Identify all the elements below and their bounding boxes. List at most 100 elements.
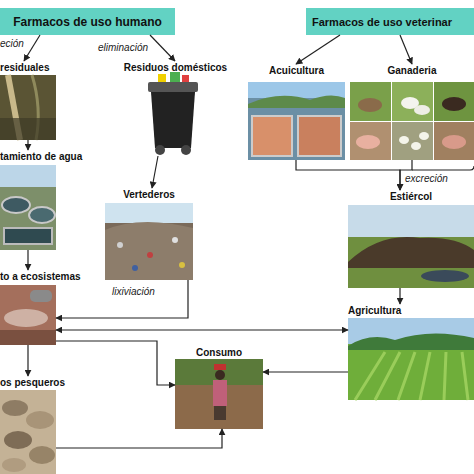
manure-heap [348, 237, 474, 268]
oyster [26, 411, 54, 429]
trash [147, 252, 153, 258]
photo-node: Residuos domésticos [118, 61, 233, 156]
chicken [399, 136, 409, 144]
brace [412, 166, 474, 170]
flow-arrow [296, 160, 400, 190]
bin-wheel [155, 145, 165, 155]
oyster [29, 446, 55, 464]
edge-label: lixiviación [112, 286, 155, 298]
oyster [2, 458, 26, 472]
header-text: Farmacos de uso humano [13, 15, 162, 29]
photo-node: tamiento de agua [0, 150, 56, 250]
edge-label: eliminación [98, 42, 148, 54]
person-body [213, 380, 227, 406]
trash-heap [105, 222, 193, 280]
trash [179, 262, 185, 268]
sludge [0, 118, 56, 140]
bucket [214, 364, 226, 370]
bin-photo [148, 72, 198, 155]
photo-bg [0, 165, 56, 250]
trash [172, 237, 178, 243]
bin-lid [148, 82, 198, 92]
chicken [419, 132, 429, 140]
tank [29, 207, 55, 223]
waste-item [158, 74, 166, 82]
flow-arrow [24, 35, 40, 61]
sky [0, 165, 56, 187]
pig [356, 135, 380, 149]
node-heading: residuales [0, 61, 56, 74]
node-heading: Vertederos [105, 188, 193, 201]
flow-arrow [56, 429, 222, 448]
waste-item [170, 72, 180, 82]
node-heading: Agricultura [348, 304, 474, 317]
photo-bg [0, 75, 56, 140]
edge-label: eción [0, 38, 24, 50]
flow-arrow [296, 35, 340, 64]
node-heading: Residuos domésticos [118, 61, 233, 74]
trees [348, 333, 474, 350]
flow-arrow [27, 345, 28, 376]
treatment-photo [0, 165, 56, 250]
sky [105, 203, 193, 223]
trash [117, 242, 123, 248]
photo-bg [105, 203, 193, 280]
node-heading: Consumo [175, 346, 263, 359]
pig [442, 135, 466, 149]
node-heading: Ganaderia [350, 64, 474, 77]
aquaculture-photo [248, 82, 345, 160]
node-heading: to a ecosistemas [0, 270, 56, 283]
flow-arrow [56, 329, 348, 330]
tank [2, 197, 30, 213]
source-header: Farmacos de uso veterinar [306, 8, 474, 35]
consumption-photo [175, 359, 263, 429]
photo-cell [434, 82, 474, 121]
manure-photo [348, 205, 474, 288]
person-head [215, 370, 225, 380]
photo-cell [392, 122, 433, 160]
photo-node: Agricultura [348, 304, 474, 400]
flow-arrow [27, 140, 28, 150]
photo-node: Vertederos [105, 188, 193, 280]
flow-arrow [27, 250, 28, 270]
photo-bg [348, 318, 474, 400]
oyster [2, 400, 28, 416]
waste-item [182, 75, 189, 82]
photo-node: residuales [0, 61, 56, 140]
sheep [414, 105, 430, 115]
person-legs [214, 406, 226, 420]
flow-arrow [152, 156, 158, 188]
ecosystem-photo [0, 285, 56, 345]
source-header: Farmacos de uso humano [0, 8, 175, 35]
node-heading: Acuicultura [248, 64, 345, 77]
sky [348, 205, 474, 237]
trash [132, 265, 138, 271]
flow-arrow [263, 371, 348, 372]
water [0, 330, 56, 345]
photo-node: os pesqueros [0, 376, 56, 474]
photo-cell [434, 122, 474, 160]
livestock-photo [350, 82, 474, 160]
cow [442, 97, 466, 111]
flow-arrow [400, 35, 412, 64]
photo-node: Acuicultura [248, 64, 345, 160]
wastewater-photo [0, 75, 56, 140]
photo-node: to a ecosistemas [0, 270, 56, 345]
node-heading: os pesqueros [0, 376, 56, 389]
photo-bg [0, 390, 56, 474]
pipe [30, 290, 52, 302]
photo-bg [175, 359, 263, 429]
tank [4, 228, 52, 244]
landfill-photo [105, 203, 193, 280]
photo-bg [0, 285, 56, 345]
oyster [4, 431, 32, 449]
photo-node: Estiércol [348, 190, 474, 288]
edge-label: excreción [405, 173, 448, 185]
photo-bg [348, 205, 474, 288]
puddle [421, 270, 469, 282]
photo-node: Ganaderia [350, 64, 474, 160]
node-heading: tamiento de agua [0, 150, 56, 163]
crop-rows [355, 352, 468, 400]
header-text: Farmacos de uso veterinar [312, 16, 452, 28]
